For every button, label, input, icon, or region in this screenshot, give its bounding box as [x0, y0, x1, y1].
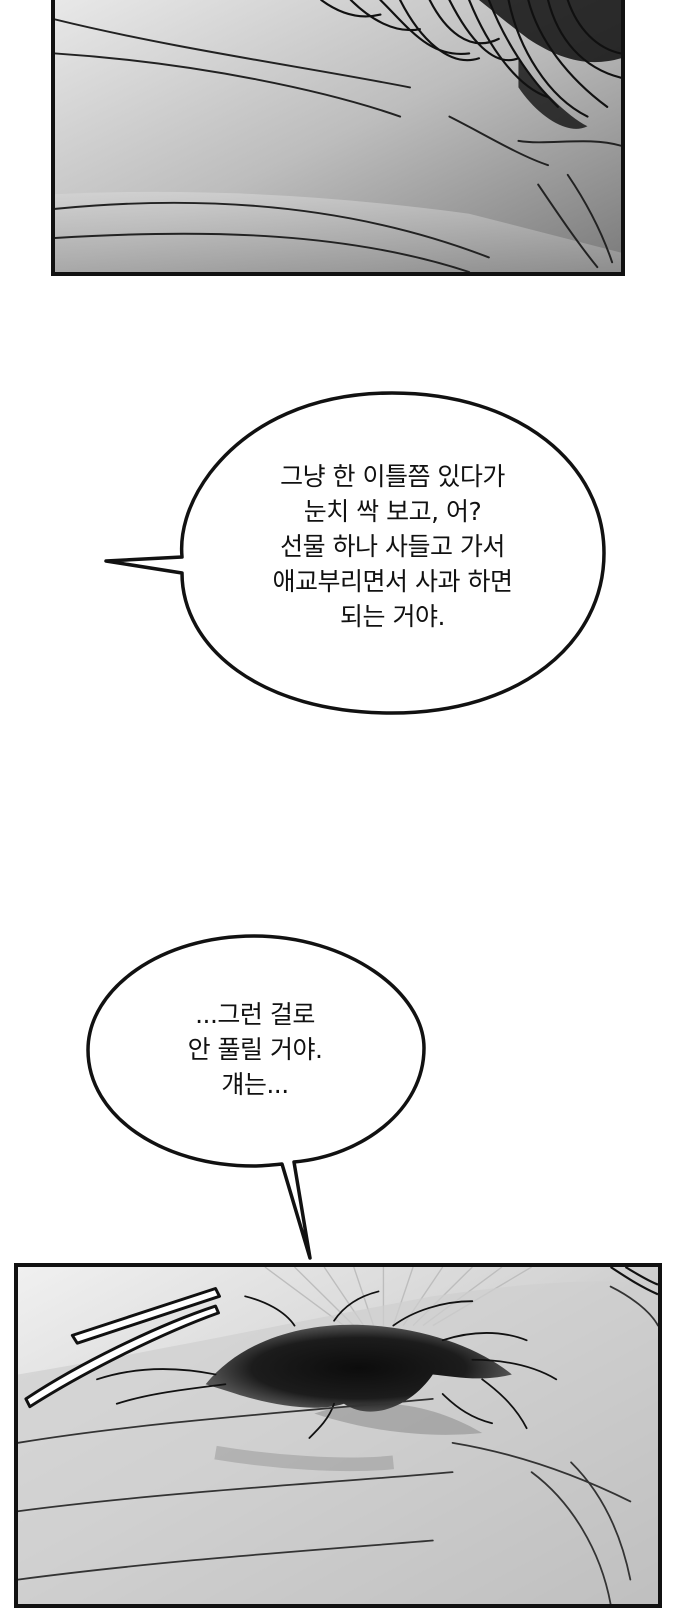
dialogue-line: 선물 하나 사들고 가서	[280, 532, 505, 561]
dialogue-line: 눈치 싹 보고, 어?	[303, 497, 482, 526]
comic-panel-top	[51, 0, 625, 276]
speech-bubble-2-text: ...그런 걸로 안 풀릴 거야. 걔는...	[120, 997, 390, 1102]
speech-bubble-1	[104, 391, 606, 715]
panel-bottom-illustration	[18, 1267, 658, 1604]
dialogue-line: 애교부리면서 사과 하면	[272, 567, 513, 596]
comic-panel-bottom	[14, 1263, 662, 1608]
dialogue-line: ...그런 걸로	[195, 1000, 315, 1029]
dialogue-line: 걔는...	[221, 1070, 289, 1099]
speech-bubble-2	[86, 934, 426, 1260]
panel-top-illustration	[55, 0, 621, 272]
dialogue-line: 그냥 한 이틀쯤 있다가	[280, 462, 505, 491]
dialogue-line: 되는 거야.	[340, 602, 445, 631]
speech-bubble-1-text: 그냥 한 이틀쯤 있다가 눈치 싹 보고, 어? 선물 하나 사들고 가서 애교…	[225, 459, 560, 634]
dialogue-line: 안 풀릴 거야.	[187, 1035, 323, 1064]
